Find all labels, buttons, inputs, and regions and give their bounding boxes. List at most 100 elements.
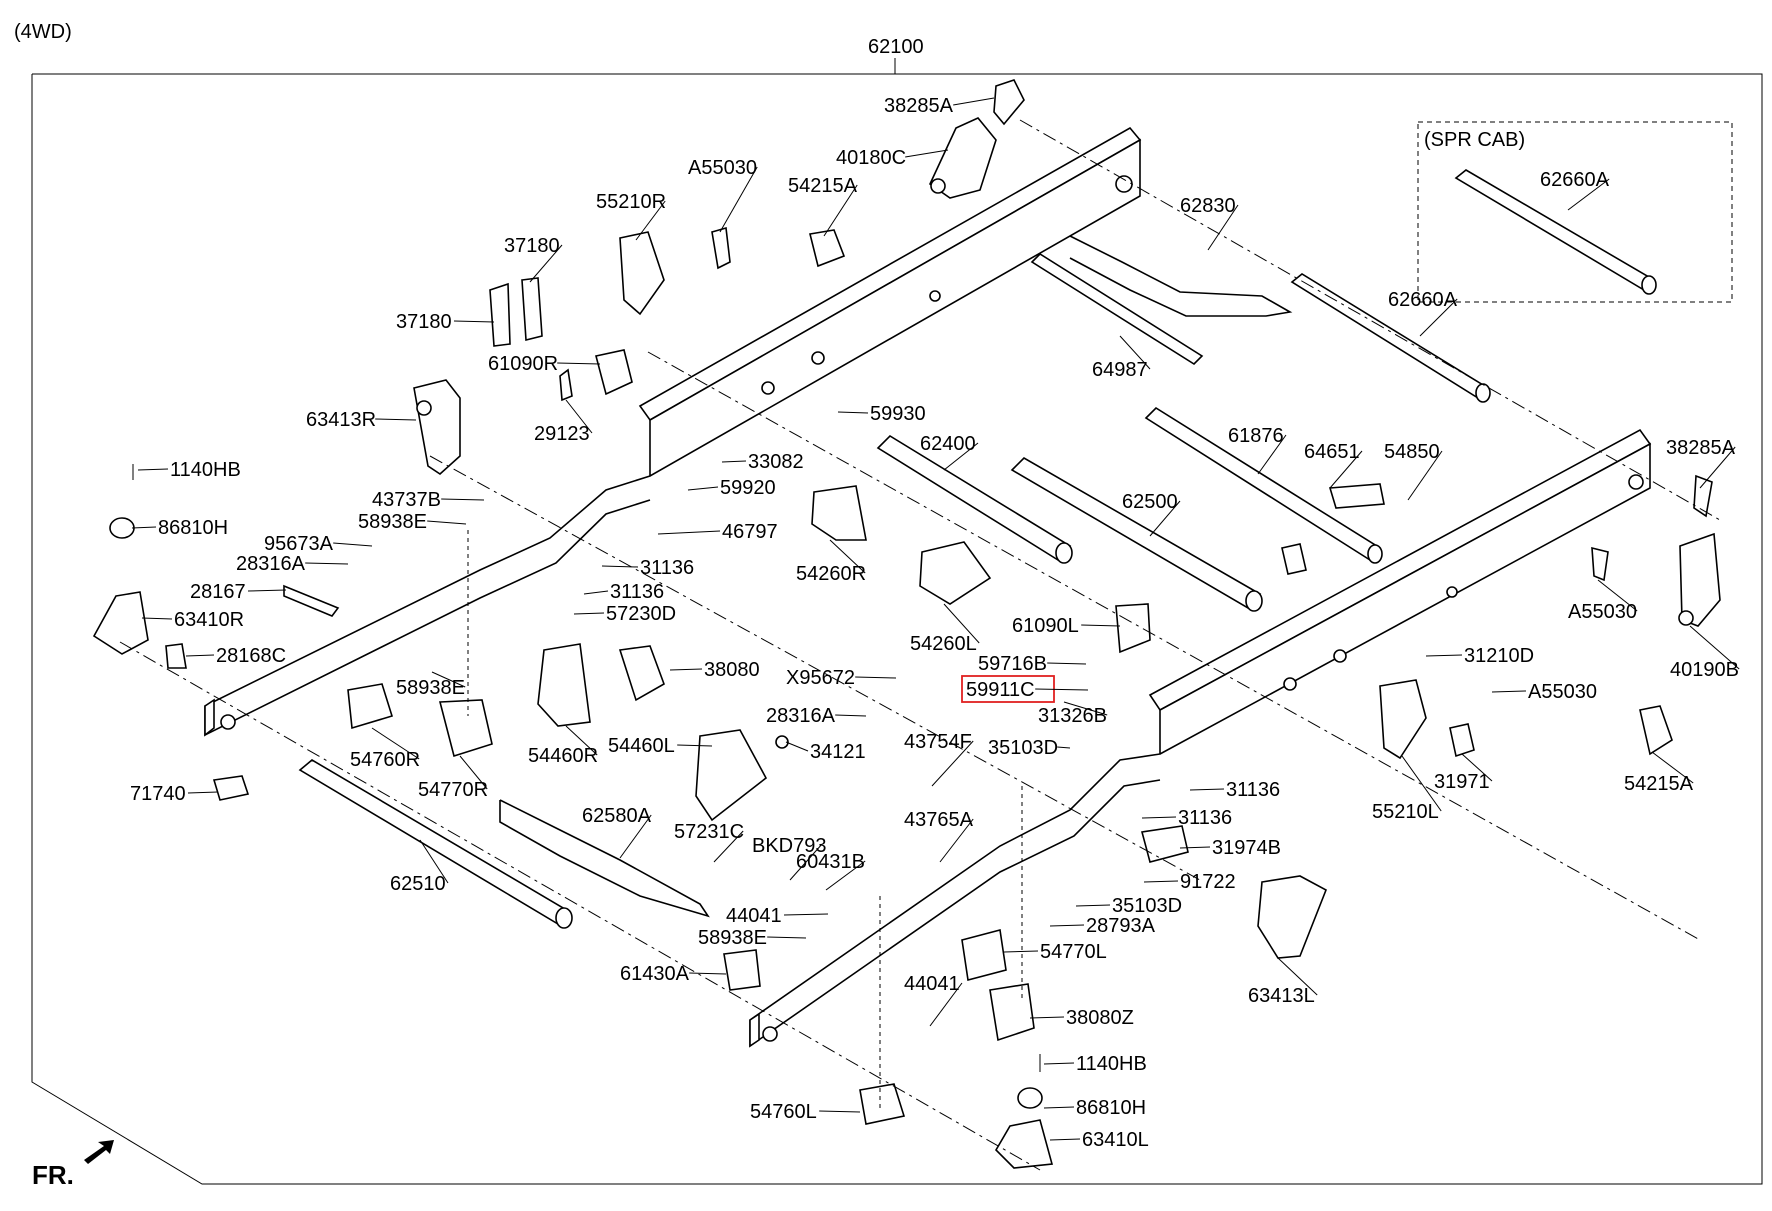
right-rail-front [749, 753, 1161, 1048]
leader-line [1567, 178, 1610, 211]
leader-line [557, 362, 601, 365]
callout-59716b: 59716B [978, 653, 1047, 675]
callout-62510: 62510 [390, 873, 446, 895]
callout-58938e-c: 58938E [698, 927, 767, 949]
callout-54760r: 54760R [350, 749, 420, 771]
leader-line [529, 244, 563, 283]
callout-58938e-b: 58938E [396, 677, 465, 699]
leader-line [837, 411, 869, 414]
callout-44041-b: 44041 [904, 973, 960, 995]
leader-line [1189, 788, 1225, 791]
part-A55030-r1 [1591, 546, 1609, 582]
callout-54215a-top: 54215A [788, 175, 858, 197]
part-63413L [1257, 875, 1328, 959]
left-rail-rear-side [649, 138, 1141, 478]
right-rail-front-end [749, 1012, 760, 1048]
crossmember-62580A [499, 799, 710, 918]
leader-line [829, 539, 866, 574]
brackets [92, 79, 1721, 1169]
callout-61090l: 61090L [1012, 615, 1079, 637]
callout-58938e-a: 58938E [358, 511, 427, 533]
callout-91722: 91722 [1180, 871, 1236, 893]
part-63410R [92, 591, 149, 655]
callout-29123: 29123 [534, 423, 590, 445]
callout-28168c: 28168C [216, 645, 286, 667]
callout-38080z: 38080Z [1066, 1007, 1134, 1029]
leader-line [333, 542, 373, 547]
leader-line [1651, 751, 1694, 784]
phantom-line [429, 455, 1201, 881]
leader-line [1119, 335, 1151, 370]
callout-55210r: 55210R [596, 191, 666, 213]
callout-44041-a: 44041 [726, 905, 782, 927]
part-64651 [1328, 483, 1385, 509]
callout-31971: 31971 [1434, 771, 1490, 793]
leader-line [1075, 904, 1111, 907]
callout-61090r: 61090R [488, 353, 558, 375]
callout-x95672: X95672 [786, 667, 855, 689]
leader-line [573, 612, 605, 615]
callout-62830: 62830 [1180, 195, 1236, 217]
bolt-hole [416, 400, 432, 416]
callout-57231c: 57231C [674, 821, 744, 843]
part-40180C [928, 117, 997, 199]
callout-38080: 38080 [704, 659, 760, 681]
callout-43737b: 43737B [372, 489, 441, 511]
callout-31136-a: 31136 [640, 557, 694, 579]
callout-1140hb-l: 1140HB [170, 459, 241, 481]
part-28168C [165, 643, 187, 669]
part-61430A [723, 949, 761, 991]
part-40190B [1679, 532, 1721, 627]
leader-line [939, 818, 974, 863]
callout-54260r: 54260R [796, 563, 866, 585]
callout-63410r: 63410R [174, 609, 244, 631]
leader-line [305, 562, 349, 565]
leader-line [1047, 662, 1087, 665]
callout-59920: 59920 [720, 477, 776, 499]
rail-hole [1283, 677, 1297, 691]
callout-63413l: 63413L [1248, 985, 1315, 1007]
leader-line [459, 755, 488, 790]
part-61090L [1115, 603, 1151, 654]
leader-line [247, 589, 287, 592]
tube-end [1055, 542, 1073, 564]
leader-line [1049, 1138, 1081, 1141]
direction-label: FR. [32, 1160, 74, 1190]
leader-line [1057, 746, 1071, 749]
callout-28316a-b: 28316A [766, 705, 836, 727]
callout-labels: 38285A40180CA5503055210R54215A3718037180… [130, 95, 1739, 1151]
leader-line [1689, 625, 1740, 670]
leader-line [953, 97, 995, 106]
callout-28167: 28167 [190, 581, 246, 603]
callout-54260l: 54260L [910, 633, 977, 655]
frame-rails [204, 126, 1652, 1048]
tube-end [1475, 383, 1491, 403]
leader-line [1207, 204, 1239, 251]
leader-line [431, 671, 466, 688]
leader-line [137, 468, 169, 471]
part-63410L [994, 1119, 1054, 1169]
callout-leaders [131, 97, 1740, 1141]
callout-55210l: 55210L [1372, 801, 1439, 823]
callout-34121: 34121 [810, 741, 866, 763]
leader-line [677, 744, 713, 747]
rail-hole [1446, 586, 1458, 598]
leader-line [441, 498, 485, 501]
part-54760L [859, 1083, 906, 1125]
part-54760R [347, 683, 394, 730]
leader-line [789, 844, 822, 881]
front-arrow-icon [84, 1140, 114, 1164]
leader-line [1143, 880, 1179, 883]
leader-line [689, 972, 727, 975]
leader-line [1003, 950, 1039, 953]
callout-1140hb-r: 1140HB [1076, 1053, 1147, 1075]
part-37180-a [489, 282, 511, 347]
leader-line [1401, 755, 1442, 812]
rail-hole [929, 290, 941, 302]
part-54260R [811, 485, 867, 541]
part-54215A-r [1639, 705, 1673, 756]
callout-35103d-b: 35103D [1112, 895, 1182, 917]
callout-31136-d: 31136 [1178, 807, 1232, 829]
diagram-border [31, 73, 1763, 1185]
leader-line [657, 530, 721, 535]
